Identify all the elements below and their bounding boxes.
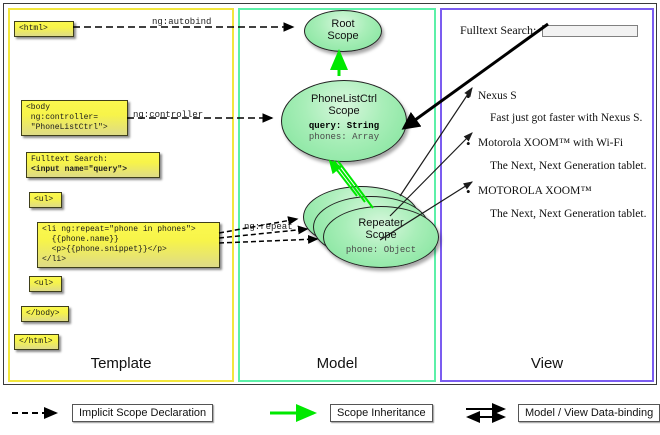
view-phone-name: • Nexus S xyxy=(466,90,517,103)
edge-label-ng-autobind: ng:autobind xyxy=(152,17,212,27)
code-line: <body xyxy=(26,103,51,112)
view-search-input[interactable] xyxy=(542,24,639,37)
scope-title: Scope xyxy=(327,30,359,42)
code-box-fulltext-search: Fulltext Search: <input name="query"> xyxy=(26,152,160,178)
view-phone-snippet: The Next, Next Generation tablet. xyxy=(490,160,647,172)
bullet-icon: • xyxy=(466,89,471,104)
scope-title: Root xyxy=(331,18,355,30)
code-box-html-open: <html> xyxy=(14,21,74,37)
legend-label: Scope Inheritance xyxy=(330,404,433,422)
scope-title: Scope xyxy=(328,105,360,117)
code-line: Fulltext Search: xyxy=(31,155,108,164)
bullet-icon: • xyxy=(466,184,471,199)
scope-title: PhoneListCtrl xyxy=(310,93,378,105)
view-phone-name-text: Nexus S xyxy=(478,90,517,102)
code-line: <li ng:repeat="phone in phones"> xyxy=(42,225,196,234)
column-label-view: View xyxy=(530,355,564,372)
view-rendered-page: Fulltext Search: • Nexus S Fast just got… xyxy=(442,10,652,380)
diagram-frame: Template Model Fulltext Search: • Nexus … xyxy=(3,3,657,385)
code-line: <p>{{phone.snippet}}</p> xyxy=(42,245,167,254)
view-phone-name: • MOTOROLA XOOM™ xyxy=(466,185,592,198)
view-search-row: Fulltext Search: xyxy=(460,23,639,38)
dashed-arrow-icon xyxy=(12,407,58,419)
legend-label: Model / View Data-binding xyxy=(518,404,660,422)
column-view: Fulltext Search: • Nexus S Fast just got… xyxy=(440,8,654,382)
view-search-label: Fulltext Search: xyxy=(460,23,537,37)
legend: Implicit Scope Declaration Scope Inherit… xyxy=(0,392,660,435)
edge-label-ng-controller: ng:controller xyxy=(133,110,204,120)
scope-property-query: query: String xyxy=(308,121,380,131)
code-box-html-close: </html> xyxy=(14,334,59,350)
scope-title: Scope xyxy=(365,229,397,241)
scope-properties: phone: Object xyxy=(324,245,438,256)
view-phone-snippet: The Next, Next Generation tablet. xyxy=(490,208,647,220)
column-label-template: Template xyxy=(90,355,152,372)
view-phone-name-text: MOTOROLA XOOM™ xyxy=(478,185,592,197)
code-box-body-close: </body> xyxy=(21,306,69,322)
legend-item-implicit-scope-declaration: Implicit Scope Declaration xyxy=(10,402,214,424)
green-arrow-icon xyxy=(270,404,317,422)
code-box-ul-open: <ul> xyxy=(29,192,62,208)
double-arrow-icon xyxy=(466,403,506,423)
legend-item-model-view-data-binding: Model / View Data-binding xyxy=(464,402,660,424)
scope-root: Root Scope xyxy=(304,10,382,52)
view-phone-name: • Motorola XOOM™ with Wi-Fi xyxy=(466,137,624,150)
scope-properties: query: String phones: Array xyxy=(282,121,406,143)
code-line: "PhoneListCtrl"> xyxy=(26,123,108,132)
code-line: </li> xyxy=(42,255,67,264)
scope-title: Repeater xyxy=(358,217,404,229)
code-box-ul-close: <ul> xyxy=(29,276,62,292)
code-line-input: <input name="query"> xyxy=(31,165,128,174)
scope-property-phones: phones: Array xyxy=(308,132,380,142)
code-line: {{phone.name}} xyxy=(42,235,119,244)
bullet-icon: • xyxy=(466,136,471,151)
scope-phonelistctrl: PhoneListCtrl Scope query: String phones… xyxy=(281,80,407,162)
legend-item-scope-inheritance: Scope Inheritance xyxy=(268,402,433,424)
column-label-model: Model xyxy=(316,355,358,372)
edge-label-ng-repeat: ng:repeat xyxy=(244,222,293,232)
view-phone-snippet: Fast just got faster with Nexus S. xyxy=(490,112,643,124)
code-box-body-open: <body ng:controller= "PhoneListCtrl"> xyxy=(21,100,128,136)
scope-repeater: Repeater Scope phone: Object xyxy=(323,206,439,268)
code-box-li-repeat: <li ng:repeat="phone in phones"> {{phone… xyxy=(37,222,220,268)
view-phone-name-text: Motorola XOOM™ with Wi-Fi xyxy=(478,137,624,149)
code-line: ng:controller= xyxy=(26,113,99,122)
scope-property-phone: phone: Object xyxy=(345,245,417,255)
legend-label: Implicit Scope Declaration xyxy=(72,404,214,422)
